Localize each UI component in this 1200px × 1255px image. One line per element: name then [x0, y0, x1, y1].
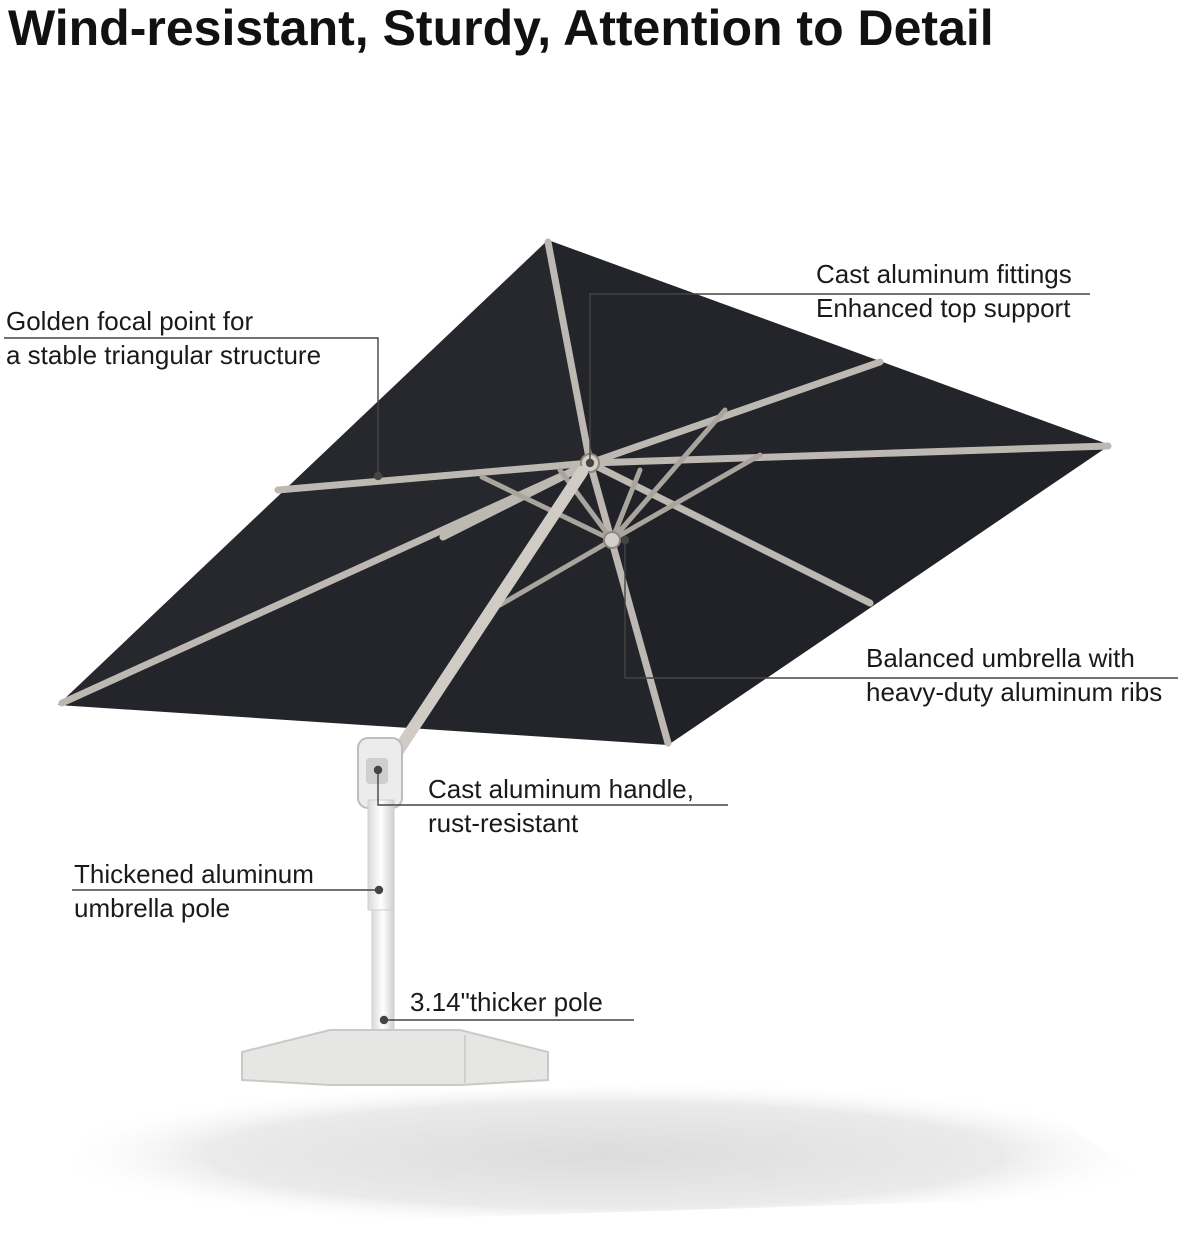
callout-fittings: Cast aluminum fittings Enhanced top supp…	[816, 257, 1072, 325]
callout-ribs: Balanced umbrella with heavy-duty alumin…	[866, 641, 1162, 709]
callout-fittings-line2: Enhanced top support	[816, 293, 1071, 323]
umbrella-base	[241, 1029, 549, 1086]
ground-shadow	[40, 1080, 1170, 1230]
callout-leader-lines	[4, 293, 1178, 1025]
callout-ribs-line1: Balanced umbrella with	[866, 643, 1135, 673]
cantilever-arm	[386, 466, 588, 766]
page-title: Wind-resistant, Sturdy, Attention to Det…	[8, 0, 994, 56]
callout-thicker-pole-line1: 3.14"thicker pole	[410, 987, 603, 1017]
callout-pole: Thickened aluminum umbrella pole	[74, 857, 314, 925]
callout-pole-line2: umbrella pole	[74, 893, 231, 923]
callout-ribs-line2: heavy-duty aluminum ribs	[866, 677, 1163, 707]
runner-hub	[603, 531, 621, 549]
callout-pole-line1: Thickened aluminum	[74, 859, 314, 889]
callout-focal-point-line2: a stable triangular structure	[6, 340, 322, 370]
callout-thicker-pole: 3.14"thicker pole	[410, 985, 603, 1019]
callout-handle-line1: Cast aluminum handle,	[428, 774, 694, 804]
callout-handle-line2: rust-resistant	[428, 808, 579, 838]
callout-handle: Cast aluminum handle, rust-resistant	[428, 772, 694, 840]
callout-focal-point-line1: Golden focal point for	[6, 306, 254, 336]
callout-fittings-line1: Cast aluminum fittings	[816, 259, 1072, 289]
callout-focal-point: Golden focal point for a stable triangul…	[6, 304, 321, 372]
